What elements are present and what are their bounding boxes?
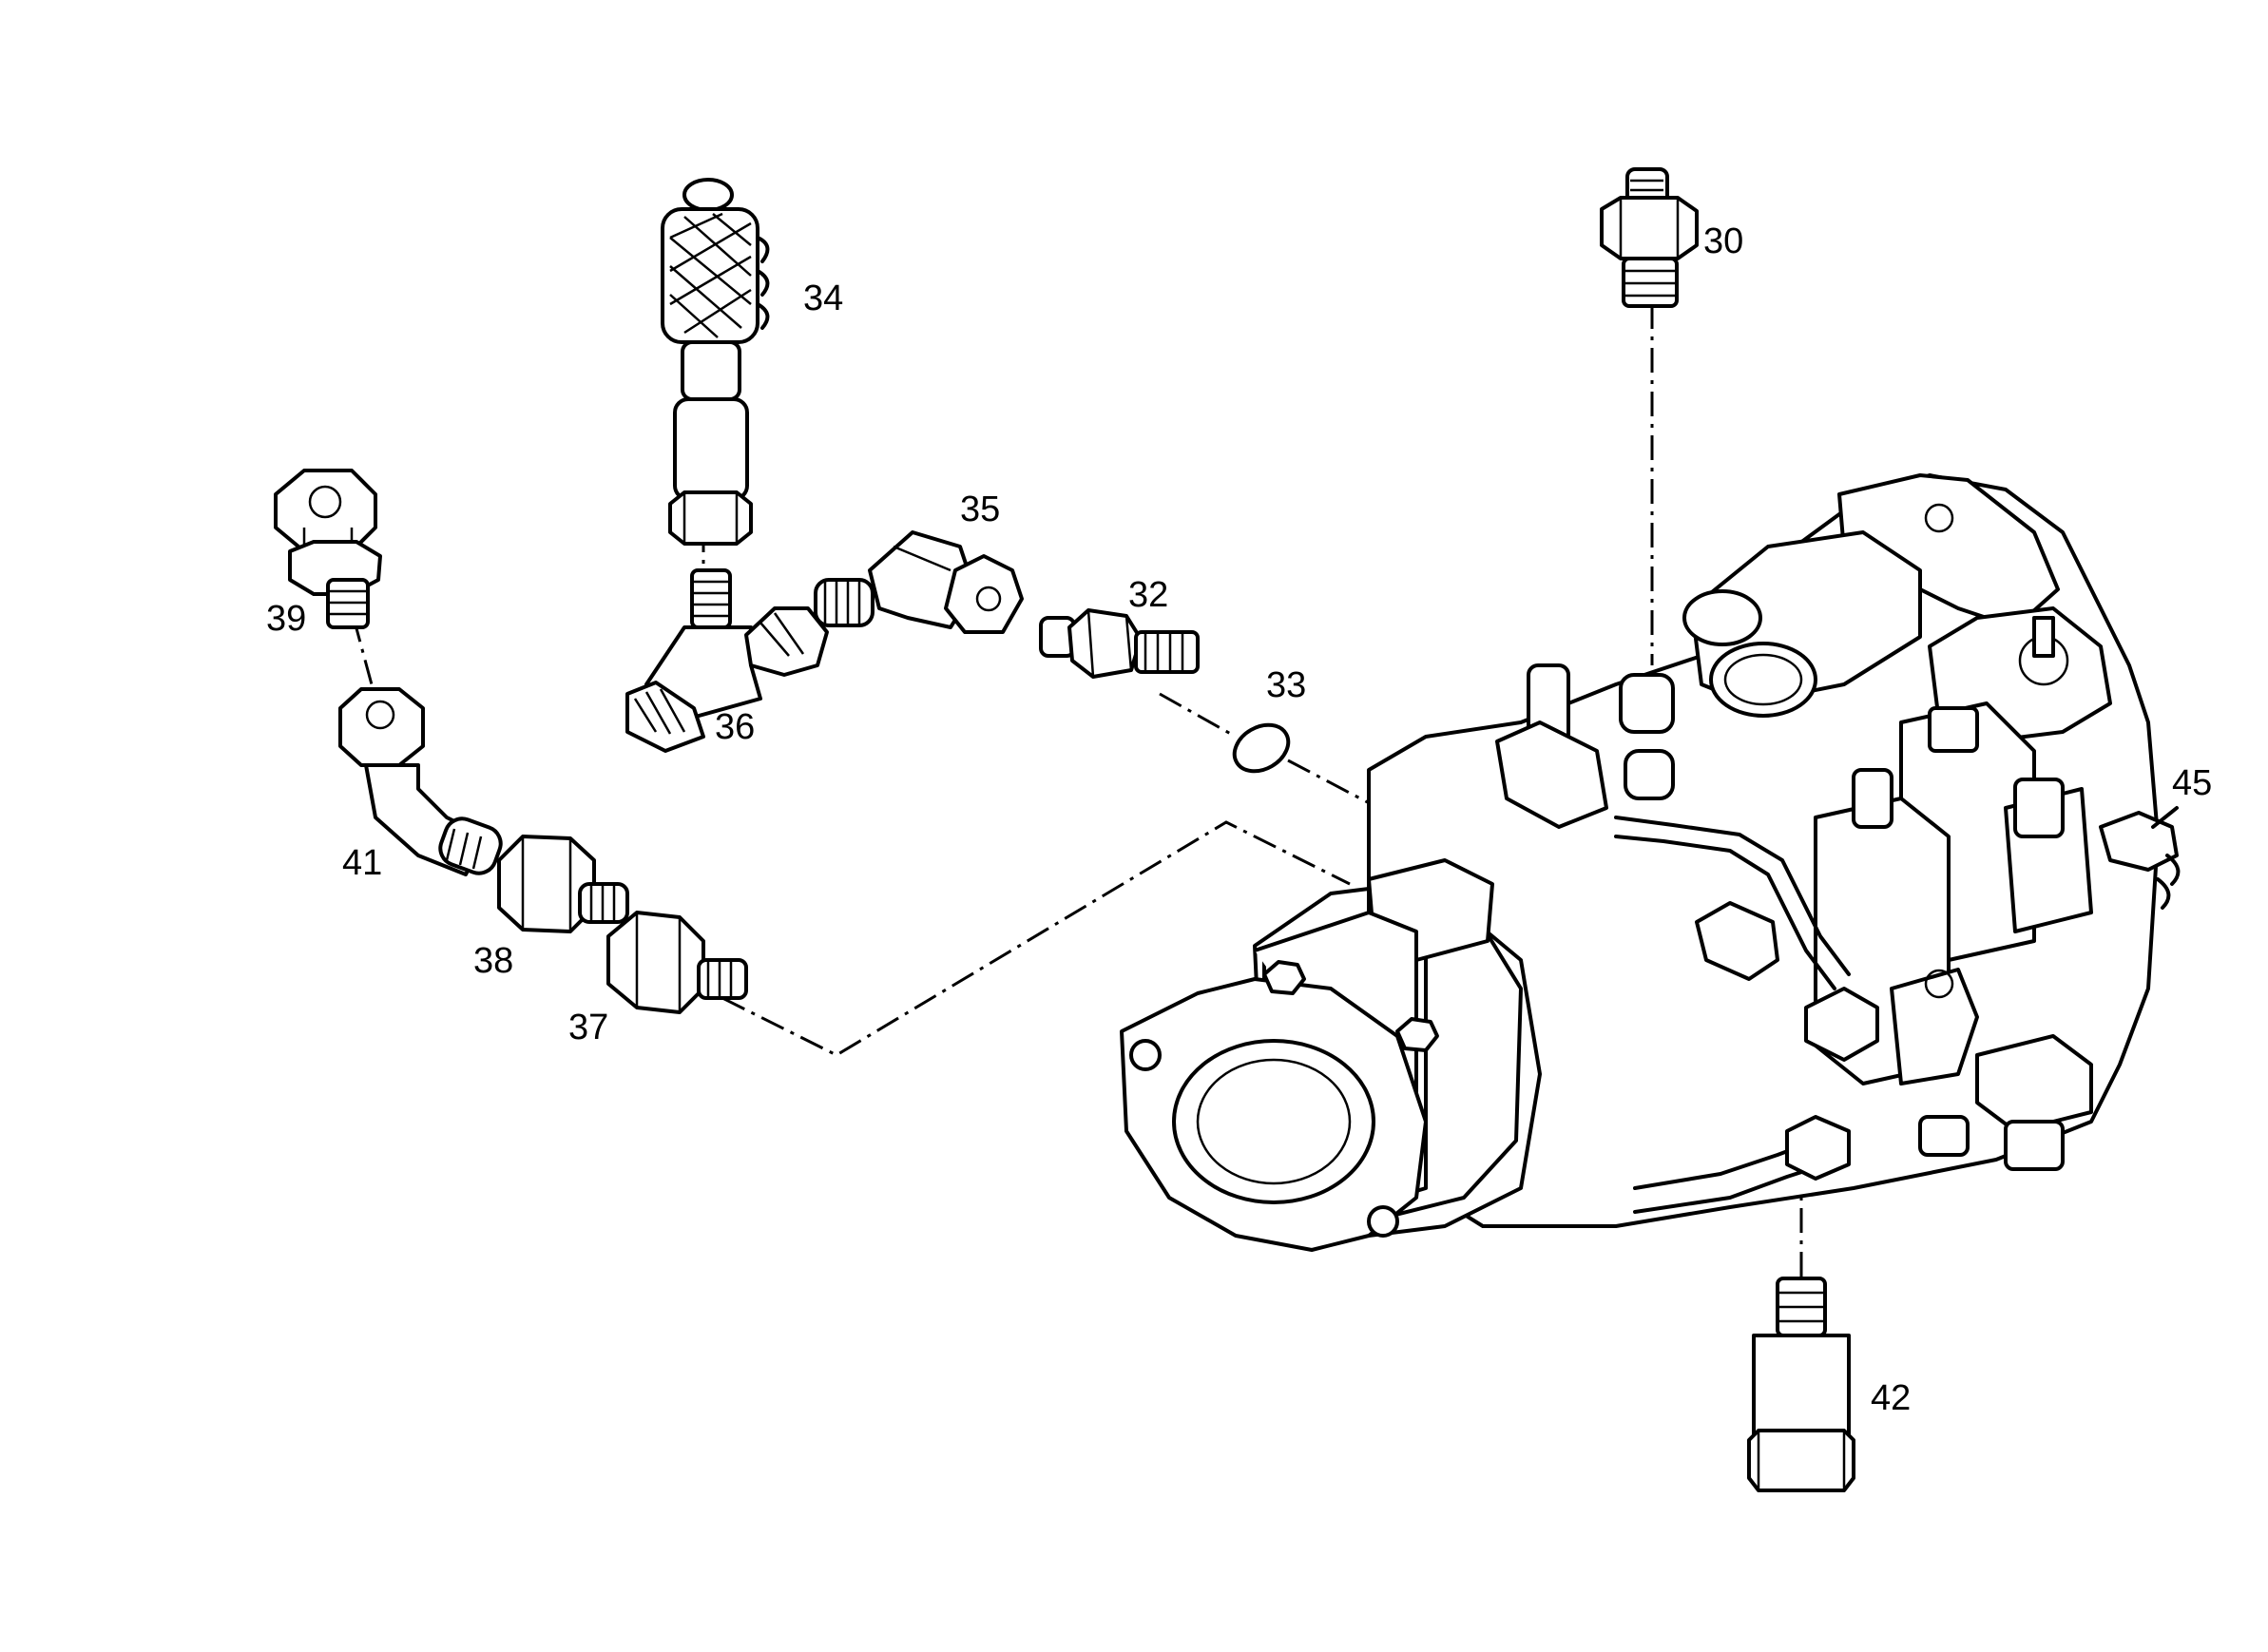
callout-36: 36 (715, 707, 755, 747)
callout-33: 33 (1266, 665, 1306, 705)
callout-37: 37 (568, 1008, 608, 1047)
callout-45: 45 (2172, 763, 2212, 803)
pump-assembly (1120, 473, 2181, 1252)
part-34-valve (661, 178, 770, 546)
callout-34: 34 (803, 279, 843, 318)
part-41-bent-fitting (338, 687, 503, 876)
callout-35: 35 (960, 490, 1000, 529)
part-36-tee-fitting (625, 568, 829, 753)
assembly-lines (352, 304, 1803, 1283)
part-33-o-ring (1232, 722, 1291, 774)
part-37-adapter (606, 911, 748, 1014)
callout-42: 42 (1871, 1378, 1911, 1418)
callout-labels: 30 34 35 32 33 36 39 41 38 37 45 42 (266, 221, 2212, 1418)
part-30-plug (1600, 167, 1699, 308)
callout-41: 41 (342, 843, 382, 883)
part-38-hex-fitting (497, 835, 629, 933)
part-32-connector (1039, 608, 1200, 679)
callout-38: 38 (473, 941, 513, 981)
part-42-plug (1747, 1277, 1855, 1492)
part-35-elbow (814, 530, 1024, 634)
callout-39: 39 (266, 599, 306, 639)
callout-32: 32 (1128, 575, 1168, 615)
callout-30: 30 (1703, 221, 1743, 261)
part-39-nut-bolt (274, 469, 382, 629)
leader-45 (2151, 806, 2179, 829)
